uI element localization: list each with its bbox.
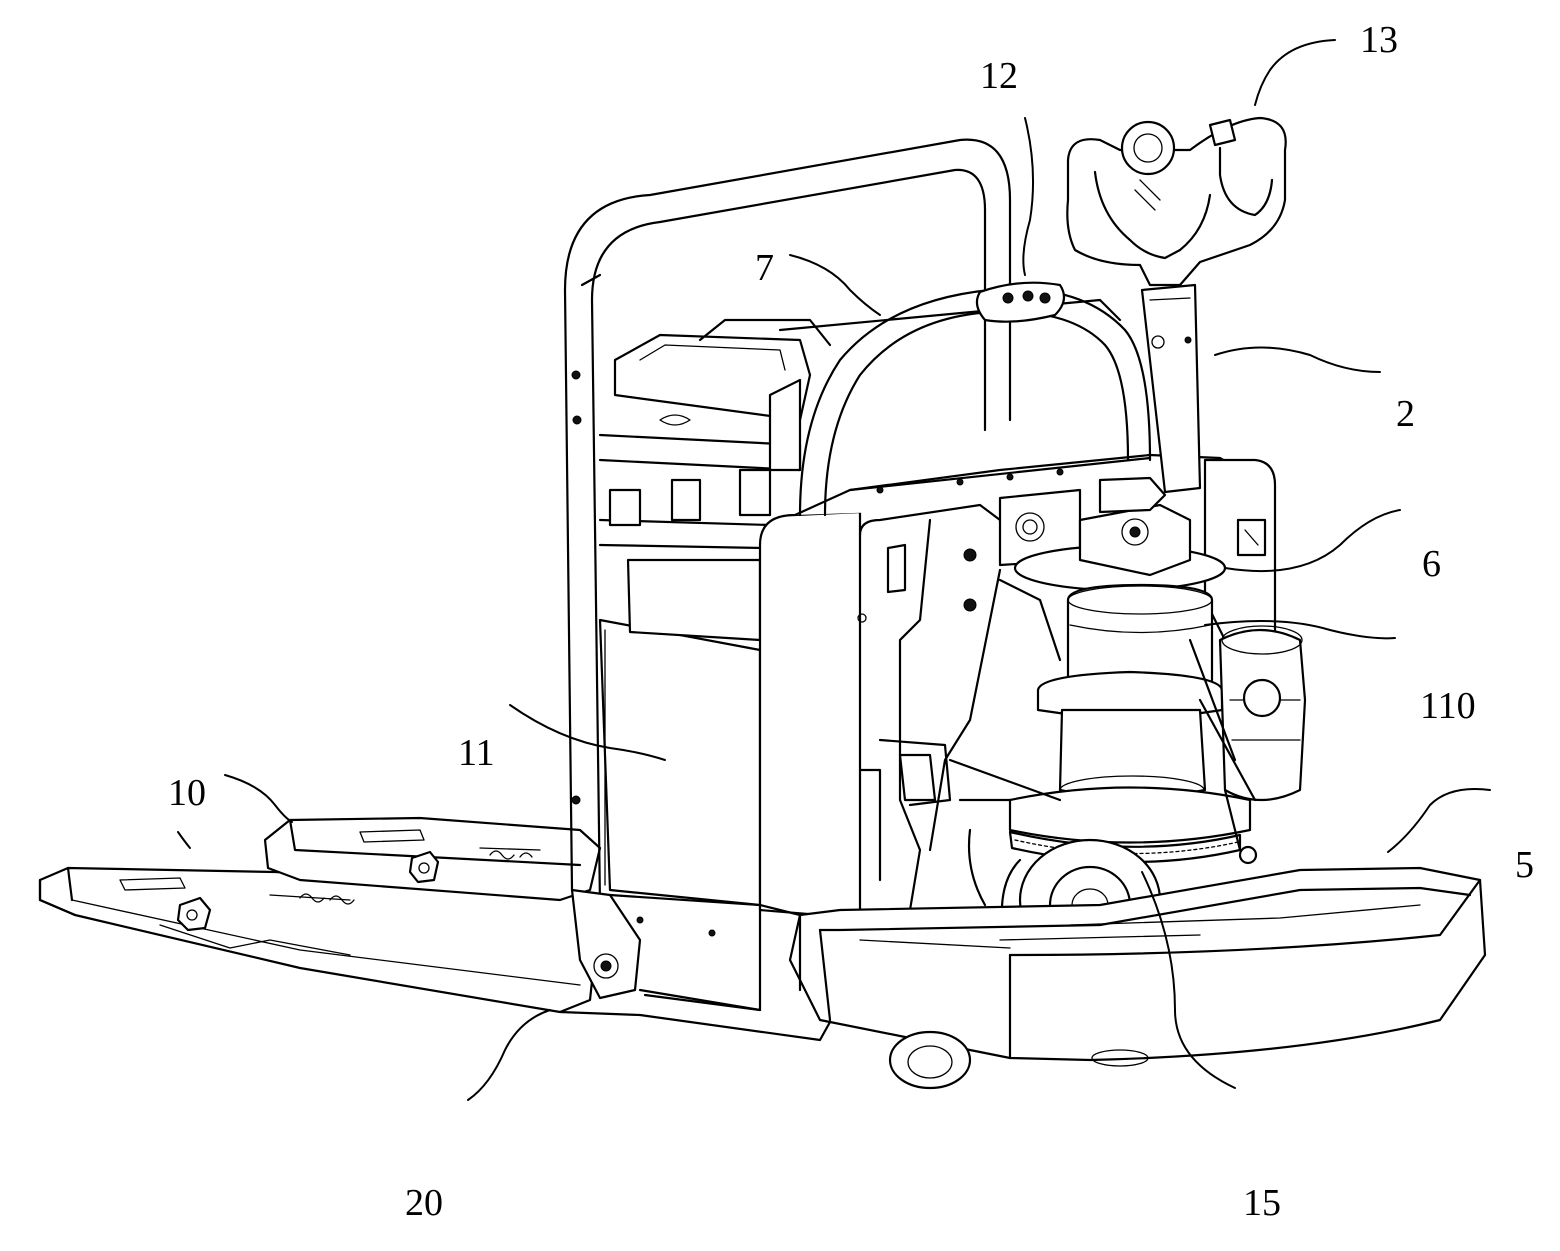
- leader-2: [1215, 348, 1380, 373]
- leader-5: [1388, 789, 1490, 852]
- label-110: 110: [1420, 685, 1476, 727]
- label-11: 11: [458, 732, 495, 774]
- tiller-arm: [1067, 118, 1285, 492]
- label-10: 10: [168, 772, 206, 814]
- leader-13: [1255, 40, 1335, 105]
- leader-10b: [178, 832, 190, 848]
- leader-12: [1023, 118, 1033, 275]
- label-2: 2: [1396, 393, 1415, 435]
- leader-10a: [225, 775, 292, 822]
- label-12: 12: [980, 55, 1018, 97]
- label-20: 20: [405, 1182, 443, 1224]
- label-7: 7: [755, 247, 774, 289]
- label-6: 6: [1422, 543, 1441, 585]
- leader-7: [790, 255, 880, 315]
- label-13: 13: [1360, 19, 1398, 61]
- leader-20: [468, 1010, 550, 1100]
- label-5: 5: [1515, 844, 1534, 886]
- label-15: 15: [1243, 1182, 1281, 1224]
- forks: [40, 818, 600, 1012]
